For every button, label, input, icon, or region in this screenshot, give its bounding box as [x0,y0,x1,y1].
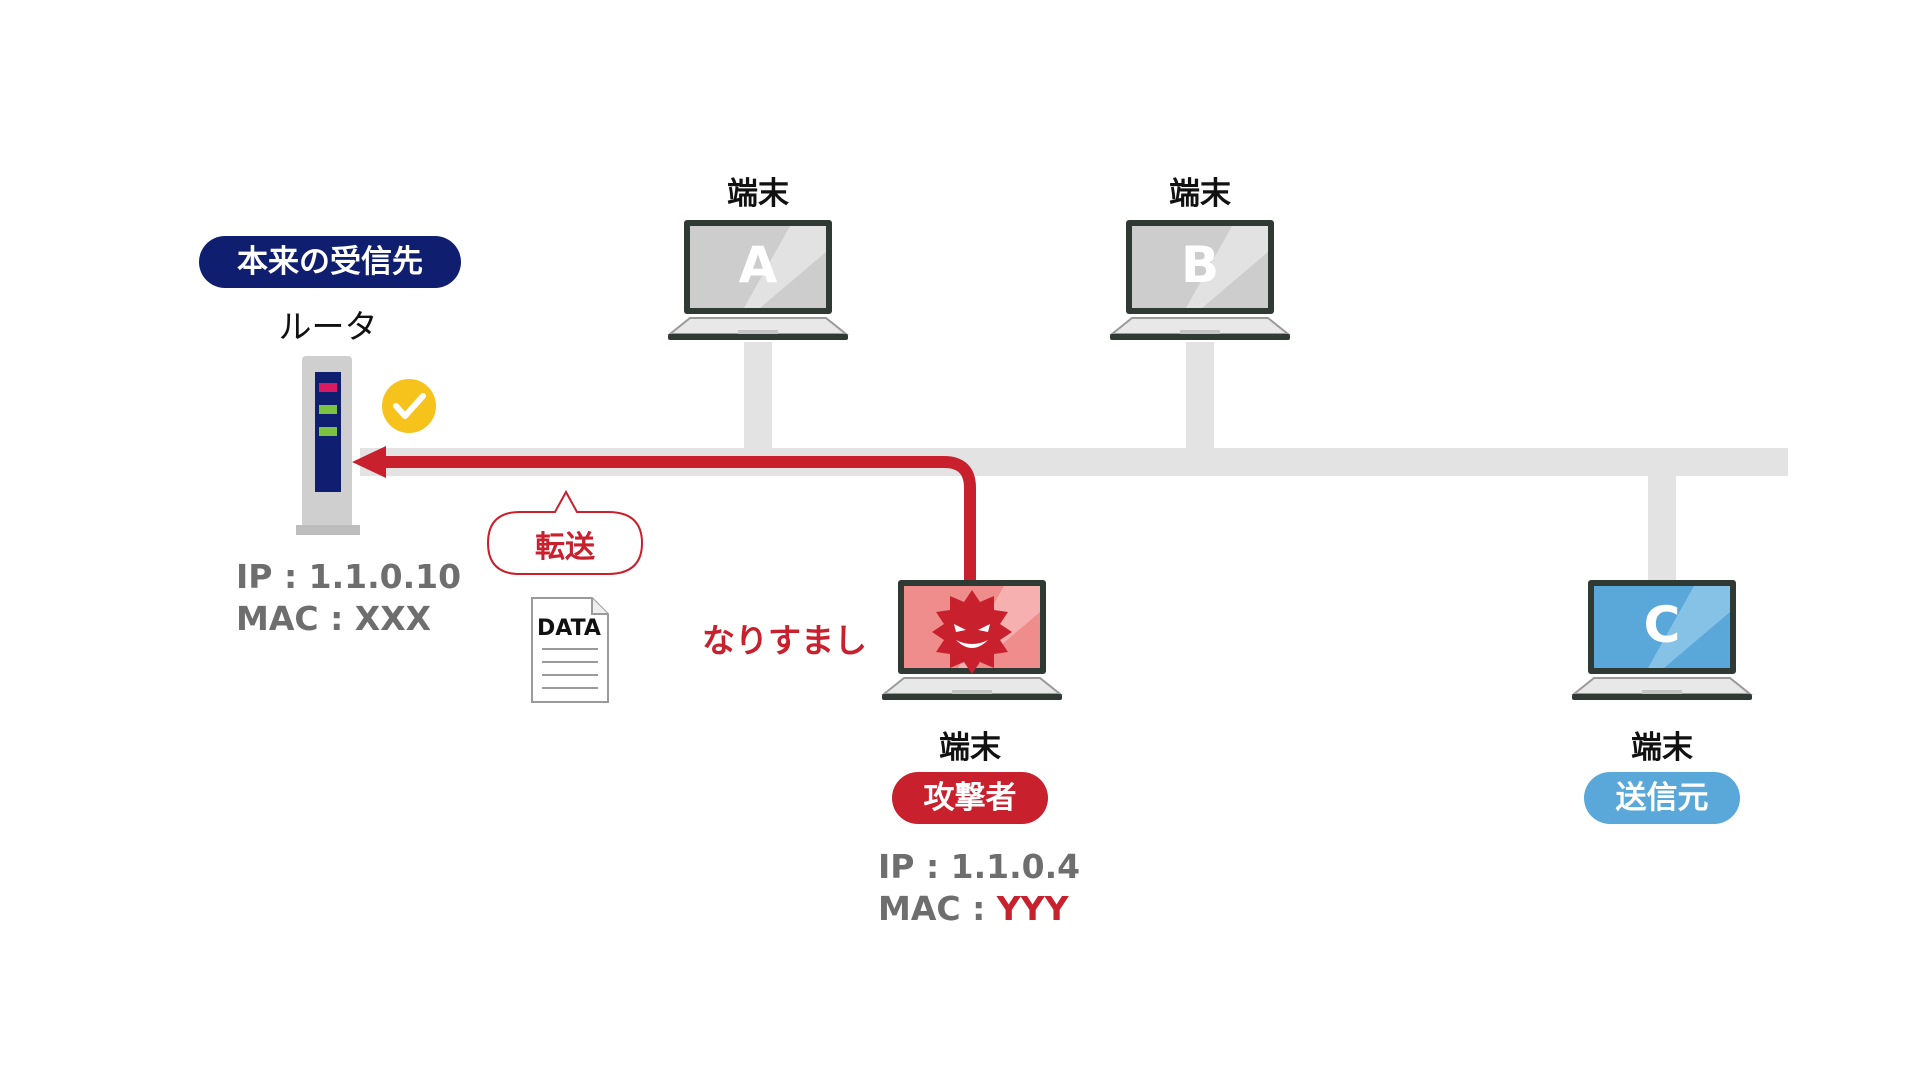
transfer-bubble [486,489,644,575]
check-icon [382,379,436,433]
attacker-ip: IP : 1.1.0.4 [878,847,1081,886]
spoofing-label: なりすまし [702,621,867,660]
evil-face-icon [932,590,1012,674]
transfer-label: 転送 [535,530,595,565]
router-mac-value: XXX [354,599,432,638]
drop-line-c [1648,470,1676,582]
router-mac: MAC : XXX [236,599,432,638]
terminal-a-label: 端末 [727,176,789,212]
arrow-head [352,446,386,478]
terminal-b-label: 端末 [1169,176,1231,212]
drop-line-b [1186,342,1214,454]
router-name: ルータ [278,307,378,346]
router-led-green-1 [319,405,337,414]
laptop-a-icon [667,220,849,340]
terminal-attacker-label: 端末 [939,730,1001,766]
spoof-forward-arrow [382,456,976,585]
attacker-mac-value: YYY [996,889,1069,928]
laptop-c-icon [1571,580,1753,700]
laptop-a-letter: A [738,236,778,294]
drop-line-a [744,342,772,454]
sender-badge: 送信元 [1584,772,1740,824]
terminal-c-label: 端末 [1631,730,1693,766]
attacker-address: IP : 1.1.0.4 MAC : YYY [878,846,1080,930]
router-address: IP : 1.1.0.10 MAC : XXX [236,556,461,640]
laptop-b-letter: B [1180,236,1220,294]
intended-recipient-badge: 本来の受信先 [199,236,461,288]
router-device [296,356,360,535]
attacker-mac: MAC : YYY [878,889,1069,928]
attacker-badge: 攻撃者 [892,772,1048,824]
data-document-icon [531,597,609,703]
router-led-red [319,383,337,392]
laptop-attacker-icon [881,580,1063,700]
router-led-green-2 [319,427,337,436]
router-ip: IP : 1.1.0.10 [236,557,462,596]
laptop-c-letter: C [1643,596,1681,654]
data-doc-label: DATA [537,616,601,641]
laptop-b-icon [1109,220,1291,340]
